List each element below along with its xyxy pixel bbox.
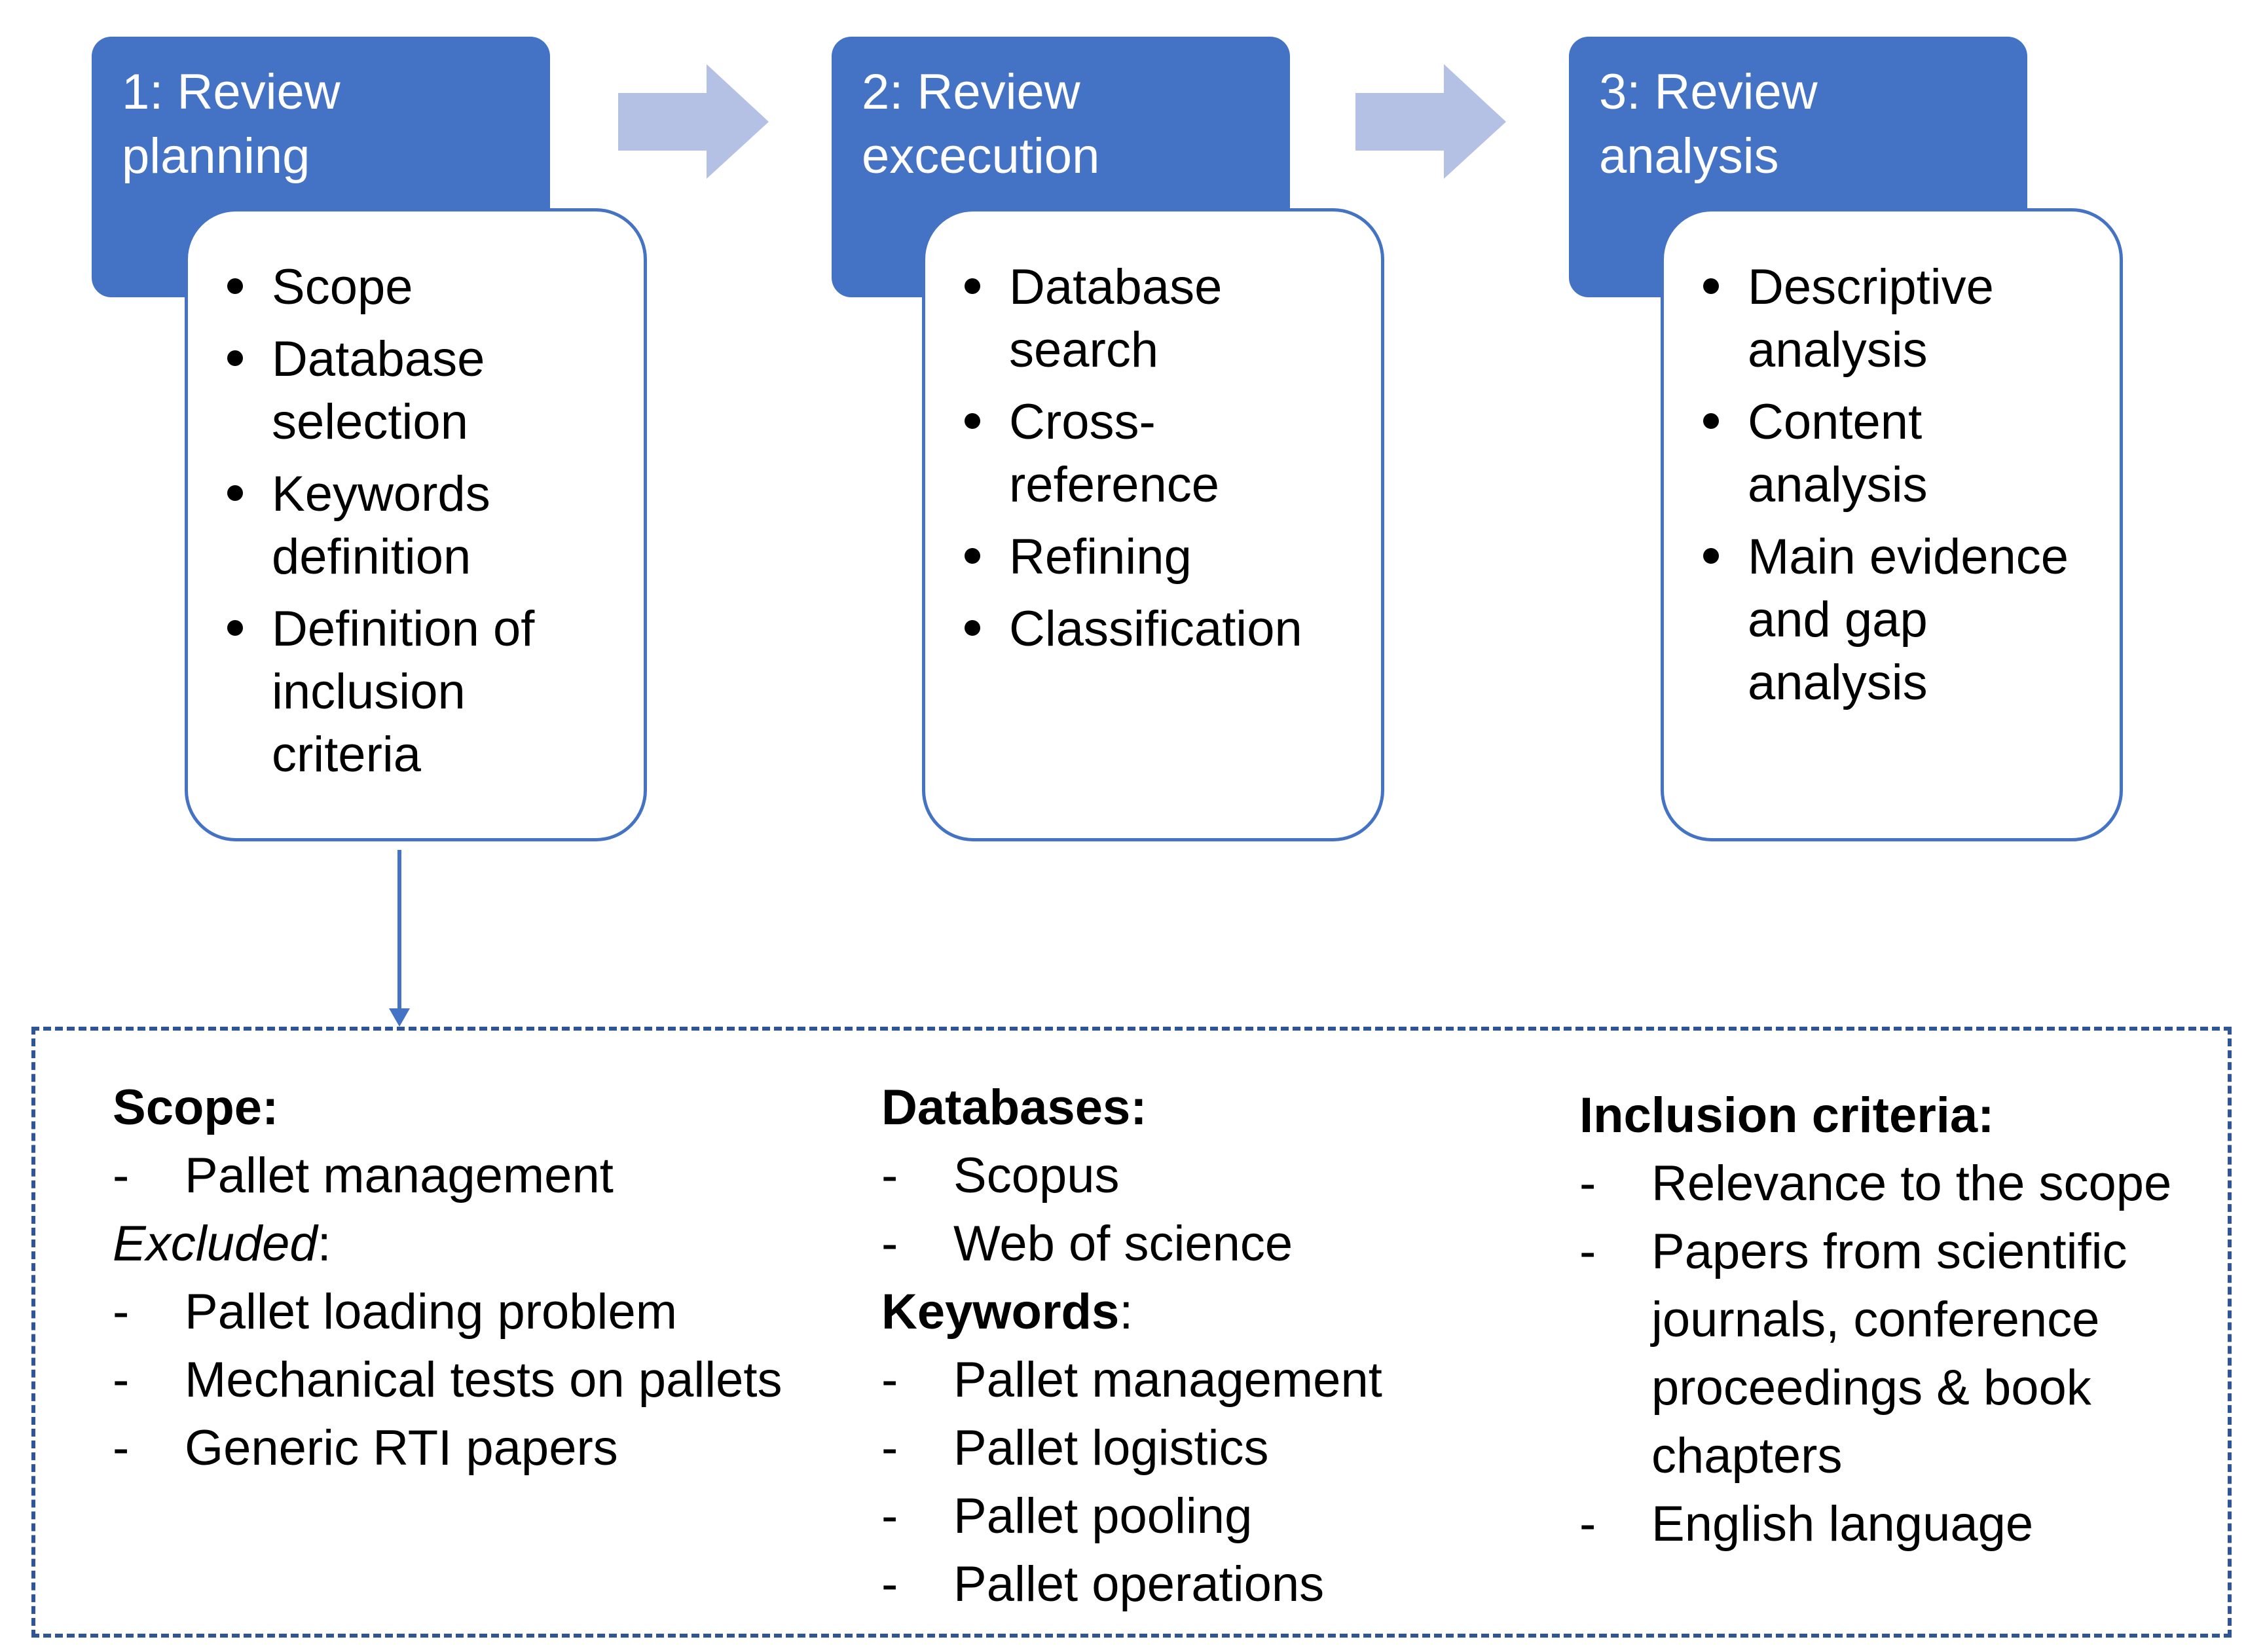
flow-arrow-2 <box>1355 64 1506 179</box>
stage-1-body: Scope Database selection Keywords defini… <box>185 208 647 841</box>
keyword-item: Pallet logistics <box>881 1414 1536 1482</box>
stage-3-list: Descriptive analysis Content analysis Ma… <box>1703 256 2104 724</box>
excluded-label: Excluded <box>113 1216 318 1272</box>
inclusion-item: Papers from scientific journals, confere… <box>1579 1218 2208 1490</box>
keyword-item: Pallet management <box>881 1346 1536 1414</box>
stage-3-body: Descriptive analysis Content analysis Ma… <box>1661 208 2123 841</box>
keywords-suffix: : <box>1119 1284 1133 1340</box>
stage-2-title-line2: excecution <box>862 128 1100 184</box>
databases-column: Databases: Scopus Web of science Keyword… <box>881 1074 1536 1619</box>
database-item: Scopus <box>881 1142 1536 1210</box>
excluded-item: Generic RTI papers <box>113 1414 846 1482</box>
databases-heading: Databases: <box>881 1080 1147 1135</box>
stage-2-item: Refining <box>965 526 1365 589</box>
stage-2-item: Database search <box>965 256 1365 382</box>
database-item: Web of science <box>881 1210 1536 1278</box>
keyword-item: Pallet pooling <box>881 1482 1536 1551</box>
scope-list: Pallet management <box>113 1142 846 1210</box>
keyword-item: Pallet operations <box>881 1551 1536 1619</box>
inclusion-list: Relevance to the scope Papers from scien… <box>1579 1150 2208 1558</box>
stage-2-item: Classification <box>965 598 1365 661</box>
scope-heading: Scope: <box>113 1080 279 1135</box>
scope-item: Pallet management <box>113 1142 846 1210</box>
stage-1-item: Definition of inclusion criteria <box>227 598 628 786</box>
keywords-list: Pallet management Pallet logistics Palle… <box>881 1346 1536 1619</box>
excluded-suffix: : <box>317 1216 331 1272</box>
stage-3-title-line1: 3: Review <box>1599 64 1818 120</box>
stage-1-item: Scope <box>227 256 628 319</box>
excluded-item: Mechanical tests on pallets <box>113 1346 846 1414</box>
stage-3-item: Main evidence and gap analysis <box>1703 526 2104 714</box>
scope-column: Scope: Pallet management Excluded: Palle… <box>113 1074 846 1482</box>
inclusion-item: Relevance to the scope <box>1579 1150 2208 1218</box>
stage-1-item: Database selection <box>227 328 628 454</box>
excluded-heading: Excluded: <box>113 1210 846 1278</box>
planning-details-box <box>31 1027 2232 1638</box>
inclusion-item: English language <box>1579 1490 2208 1558</box>
stage-3-item: Content analysis <box>1703 391 2104 517</box>
keywords-label: Keywords <box>881 1284 1120 1340</box>
stage-2-body: Database search Cross-reference Refining… <box>922 208 1384 841</box>
stage-3-title-line2: analysis <box>1599 128 1779 184</box>
stage-2-title-line1: 2: Review <box>862 64 1080 120</box>
flow-arrow-1 <box>618 64 769 179</box>
stage-1-item: Keywords definition <box>227 463 628 589</box>
excluded-list: Pallet loading problem Mechanical tests … <box>113 1278 846 1482</box>
inclusion-column: Inclusion criteria: Relevance to the sco… <box>1579 1082 2208 1558</box>
stage-1-list: Scope Database selection Keywords defini… <box>227 256 628 796</box>
stage-3-item: Descriptive analysis <box>1703 256 2104 382</box>
stage-1-title-line2: planning <box>122 128 310 184</box>
excluded-item: Pallet loading problem <box>113 1278 846 1346</box>
stage-2-item: Cross-reference <box>965 391 1365 517</box>
stage-2-list: Database search Cross-reference Refining… <box>965 256 1365 670</box>
keywords-heading: Keywords: <box>881 1278 1536 1346</box>
stage-1-title-line1: 1: Review <box>122 64 341 120</box>
inclusion-heading: Inclusion criteria: <box>1579 1088 1995 1143</box>
databases-list: Scopus Web of science <box>881 1142 1536 1278</box>
